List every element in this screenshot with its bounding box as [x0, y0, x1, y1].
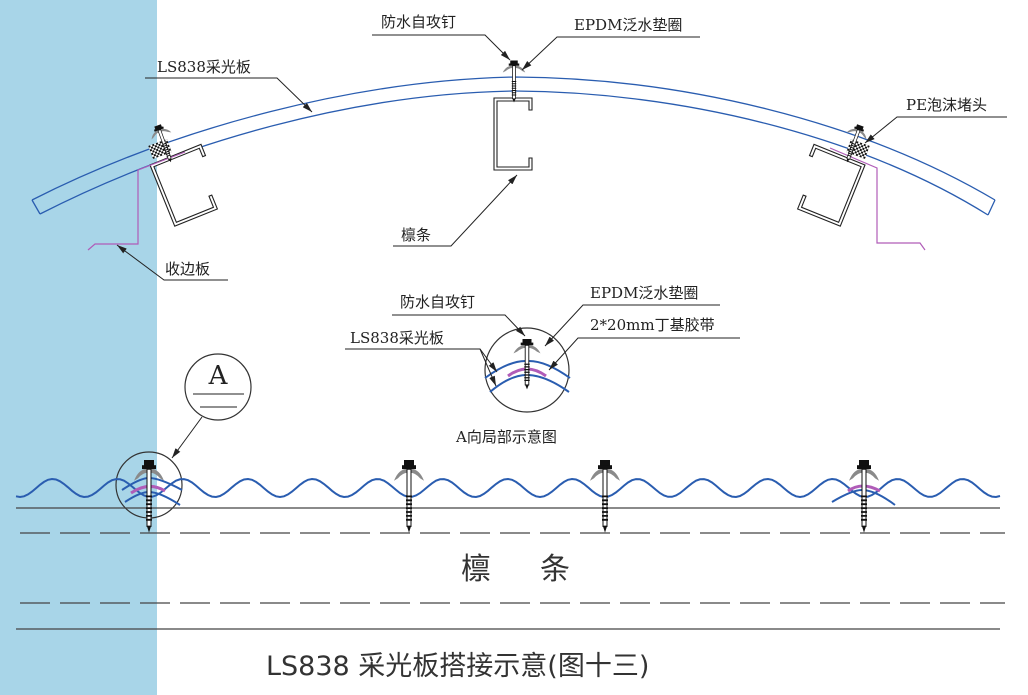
detail-label-screw: 防水自攻钉: [400, 293, 475, 311]
lap-section: A 檩 条: [15, 353, 1005, 630]
detail-label-sheet: LS838采光板: [350, 329, 444, 347]
screw-icon: [589, 459, 621, 534]
screw-icon: [848, 459, 880, 534]
screw-icon: [133, 459, 165, 534]
purlin-label-1: 檩: [461, 552, 491, 587]
screw-icon: [502, 59, 526, 104]
label-foam: PE泡沫堵头: [906, 96, 987, 114]
reference-letter: A: [208, 361, 229, 391]
reference-bubble-a: [184, 353, 252, 421]
flashing-left: [87, 151, 186, 251]
screw-icon: [512, 338, 542, 391]
label-flashing: 收边板: [165, 260, 210, 278]
label-washer: EPDM泛水垫圈: [574, 16, 682, 34]
figure-title: LS838 采光板搭接示意(图十三): [266, 651, 649, 682]
purlin-label-2: 条: [540, 552, 570, 587]
label-purlin: 檩条: [401, 226, 431, 244]
flashing-right: [829, 147, 926, 251]
detail-circle: [484, 327, 570, 413]
purlin-right: [796, 143, 866, 227]
purlin-left: [149, 143, 219, 227]
detail-a: 防水自攻钉 EPDM泛水垫圈 2*20mm丁基胶带 LS838采光板 A向局部示…: [345, 284, 740, 446]
screw-icon: [393, 459, 425, 534]
detail-label-washer: EPDM泛水垫圈: [590, 284, 698, 302]
left-color-band: [0, 0, 157, 695]
arch-section: 防水自攻钉 EPDM泛水垫圈 LS838采光板 PE泡沫堵头 檩条 收边板: [31, 13, 1007, 281]
detail-caption: A向局部示意图: [455, 428, 557, 446]
detail-label-tape: 2*20mm丁基胶带: [590, 316, 715, 334]
purlin-center: [493, 97, 533, 171]
label-screw: 防水自攻钉: [381, 13, 456, 31]
corrugated-sheet: [15, 477, 1001, 499]
label-sheet: LS838采光板: [157, 58, 251, 76]
